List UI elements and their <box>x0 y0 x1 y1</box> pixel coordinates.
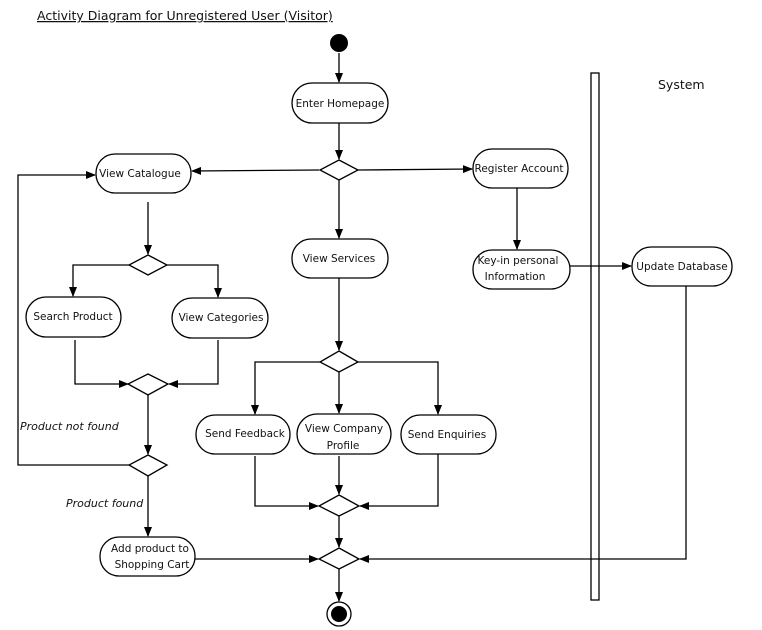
decision-catalogue <box>127 254 169 276</box>
activity-add-to-cart: Add product to Shopping Cart <box>99 536 196 577</box>
svg-text:Register Account: Register Account <box>475 163 564 175</box>
svg-text:View Company: View Company <box>305 423 383 435</box>
activity-view-catalogue: View Catalogue <box>95 153 192 194</box>
activity-send-feedback: Send Feedback <box>195 414 291 455</box>
activity-enter-homepage: Enter Homepage <box>291 82 389 124</box>
svg-text:Send Enquiries: Send Enquiries <box>408 429 486 441</box>
activity-keyin-information: Key-in personal Information <box>472 249 571 290</box>
svg-text:Profile: Profile <box>327 440 360 452</box>
diagram-title: Activity Diagram for Unregistered User (… <box>37 8 333 23</box>
svg-text:View Catalogue: View Catalogue <box>99 168 181 180</box>
edges <box>17 53 687 602</box>
activity-register-account: Register Account <box>472 148 569 189</box>
svg-text:Information: Information <box>485 271 546 283</box>
svg-text:Send Feedback: Send Feedback <box>205 428 286 440</box>
svg-text:Shopping Cart: Shopping Cart <box>115 559 190 571</box>
activity-view-company-profile: View Company Profile <box>296 413 392 455</box>
decision-services <box>318 350 360 373</box>
final-node <box>326 601 352 627</box>
activity-update-database: Update Database <box>631 246 733 287</box>
initial-node <box>330 34 348 52</box>
activity-view-categories: View Categories <box>171 297 269 339</box>
system-swimlane-bar <box>590 72 600 601</box>
svg-text:Enter Homepage: Enter Homepage <box>296 98 385 110</box>
svg-text:View Services: View Services <box>303 253 376 265</box>
svg-text:Add product to: Add product to <box>111 543 189 555</box>
decision-nodes <box>126 159 361 570</box>
merge-search <box>126 373 170 396</box>
svg-text:View Categories: View Categories <box>179 312 264 324</box>
guard-product-not-found: Product not found <box>20 420 120 433</box>
guard-product-found: Product found <box>66 497 144 510</box>
activity-view-services: View Services <box>291 238 389 279</box>
decision-product-found <box>127 454 169 477</box>
activity-send-enquiries: Send Enquiries <box>400 414 497 455</box>
swimlane-label: System <box>658 77 705 92</box>
activity-search-product: Search Product <box>25 296 122 338</box>
merge-services <box>317 494 361 517</box>
merge-final <box>317 547 361 570</box>
svg-text:Update Database: Update Database <box>636 261 727 273</box>
decision-homepage <box>318 159 360 181</box>
svg-text:Search Product: Search Product <box>33 311 112 323</box>
svg-text:Key-in personal: Key-in personal <box>478 255 559 267</box>
